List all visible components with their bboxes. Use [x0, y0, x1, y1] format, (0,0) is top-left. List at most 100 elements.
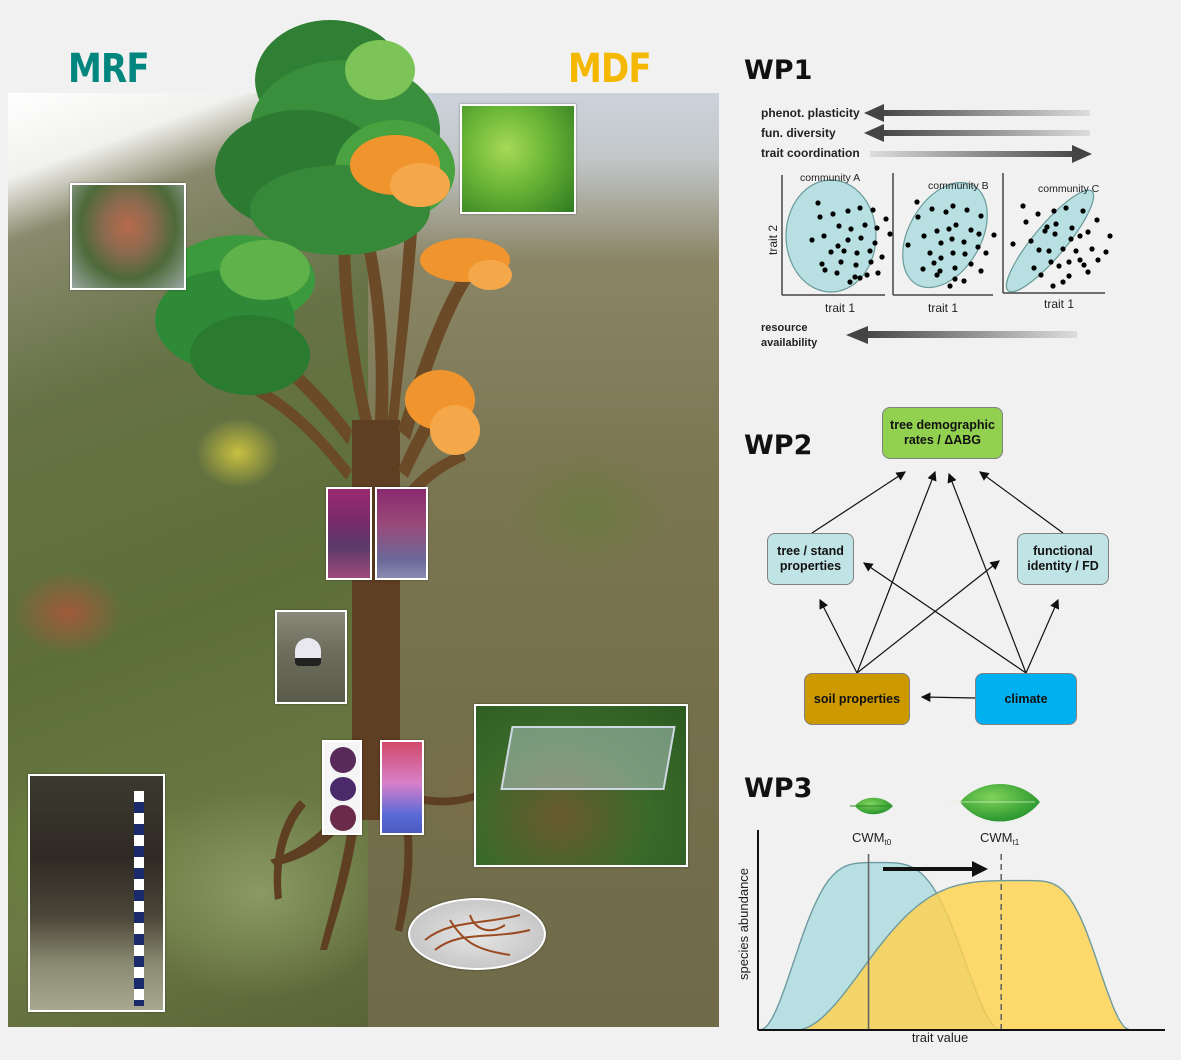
scatter-dot	[1085, 269, 1091, 275]
dendrometer-device	[295, 638, 321, 666]
fine-roots-photo	[408, 898, 546, 970]
node-demographic-line2: rates / ΔABG	[903, 433, 982, 447]
mrf-text: MRF	[68, 46, 150, 92]
wp1-gradient-arrows	[864, 104, 1092, 163]
scatter-dot	[857, 205, 863, 211]
gradient-label-plasticity: phenot. plasticity	[761, 106, 860, 120]
scatter-dot	[847, 279, 853, 285]
scatter-dot	[1046, 248, 1052, 254]
scatter-dot	[834, 270, 840, 276]
root-anatomy-photo-mdf	[380, 740, 424, 835]
shift-arrow	[883, 861, 988, 877]
panel-community-c: community C trait 1	[1002, 173, 1113, 311]
scatter-dot	[864, 272, 870, 278]
scatter-dot	[938, 240, 944, 246]
scatter-dot	[868, 259, 874, 265]
scatter-dot	[1060, 279, 1066, 285]
scatter-dot	[836, 223, 842, 229]
scatter-dot	[1069, 225, 1075, 231]
panel-ylabel-a: trait 2	[766, 225, 780, 255]
scatter-dot	[927, 250, 933, 256]
scatter-dot	[853, 262, 859, 268]
scatter-dot	[1103, 249, 1109, 255]
site-label-mrf: MRF	[68, 46, 150, 92]
scatter-dot	[920, 266, 926, 272]
resource-label-line1: resource	[761, 322, 808, 334]
scatter-dot	[838, 259, 844, 265]
leaf-small-icon	[850, 797, 893, 815]
root-section	[330, 747, 356, 773]
scatter-dot	[914, 199, 920, 205]
edge-climate-to-soil	[920, 692, 976, 702]
scatter-dot	[848, 226, 854, 232]
node-soil-line1: soil properties	[813, 691, 901, 706]
edge-stand-to-demographic	[811, 471, 907, 534]
scatter-dot	[976, 231, 982, 237]
scatter-dot	[872, 240, 878, 246]
scatter-dot	[983, 250, 989, 256]
scatter-dot	[1042, 228, 1048, 234]
fine-roots-drawing	[424, 914, 531, 956]
scatter-dot	[1053, 221, 1059, 227]
node-soil-properties: soil properties	[804, 673, 910, 725]
scatter-dot	[867, 248, 873, 254]
panel-title-c: community C	[1038, 183, 1100, 195]
scatter-dot	[947, 283, 953, 289]
scatter-dot	[875, 270, 881, 276]
scatter-dot	[1028, 238, 1034, 244]
edge-soil-to-functional	[856, 560, 1000, 674]
scatter-dot	[828, 249, 834, 255]
scatter-dot	[915, 214, 921, 220]
marker-label-cwm-t1: CWMt1	[980, 830, 1020, 847]
arrow-diversity	[864, 124, 1090, 142]
scatter-dot	[952, 265, 958, 271]
scatter-dot	[943, 209, 949, 215]
scatter-dot	[964, 207, 970, 213]
scatter-dot	[946, 226, 952, 232]
scatter-dot	[1089, 246, 1095, 252]
scatter-dot	[1020, 203, 1026, 209]
dots-community-b	[905, 199, 997, 289]
scatter-dot	[854, 250, 860, 256]
scatter-dot	[921, 233, 927, 239]
wp1-title: WP1	[744, 55, 813, 86]
scatter-dot	[962, 251, 968, 257]
scatter-dot	[968, 261, 974, 267]
panel-xlabel-c: trait 1	[1044, 297, 1074, 311]
wp2-title: WP2	[744, 430, 813, 461]
wp3-trait-shift-chart: CWMt0 CWMt1 trait value species abundanc…	[736, 784, 1165, 1045]
scatter-dot	[1073, 248, 1079, 254]
node-stand-line1: tree / stand	[777, 544, 844, 558]
node-climate-line1: climate	[1004, 691, 1048, 706]
scatter-dot	[1095, 257, 1101, 263]
scatter-dot	[1085, 229, 1091, 235]
scatter-dot	[949, 236, 955, 242]
leaf-large-icon	[950, 784, 1040, 822]
scatter-dot	[1038, 272, 1044, 278]
scatter-dot	[934, 228, 940, 234]
scatter-dot	[1066, 273, 1072, 279]
dots-community-a	[809, 200, 893, 285]
node-demographic-line1: tree demographic	[890, 418, 995, 432]
root-anatomy-photo-mrf	[322, 740, 362, 835]
scatter-dot	[874, 225, 880, 231]
scatter-dot	[817, 214, 823, 220]
scatter-dot	[950, 203, 956, 209]
scatter-dot	[1081, 262, 1087, 268]
scatter-dot	[1051, 208, 1057, 214]
scatter-dot	[961, 239, 967, 245]
scatter-dot	[1056, 263, 1062, 269]
scatter-dot	[870, 207, 876, 213]
scatter-dot	[852, 274, 858, 280]
distribution-t1	[796, 879, 1131, 1031]
scatter-dot	[841, 248, 847, 254]
scatter-dot	[952, 276, 958, 282]
scatter-dot	[1094, 217, 1100, 223]
panel-title-a: community A	[800, 172, 860, 184]
wood-anatomy-photo-mdf	[375, 487, 428, 580]
scatter-dot	[821, 233, 827, 239]
panel-community-a: community A trait 1 trait 2	[766, 172, 893, 315]
resource-label-line2: availability	[761, 337, 818, 349]
